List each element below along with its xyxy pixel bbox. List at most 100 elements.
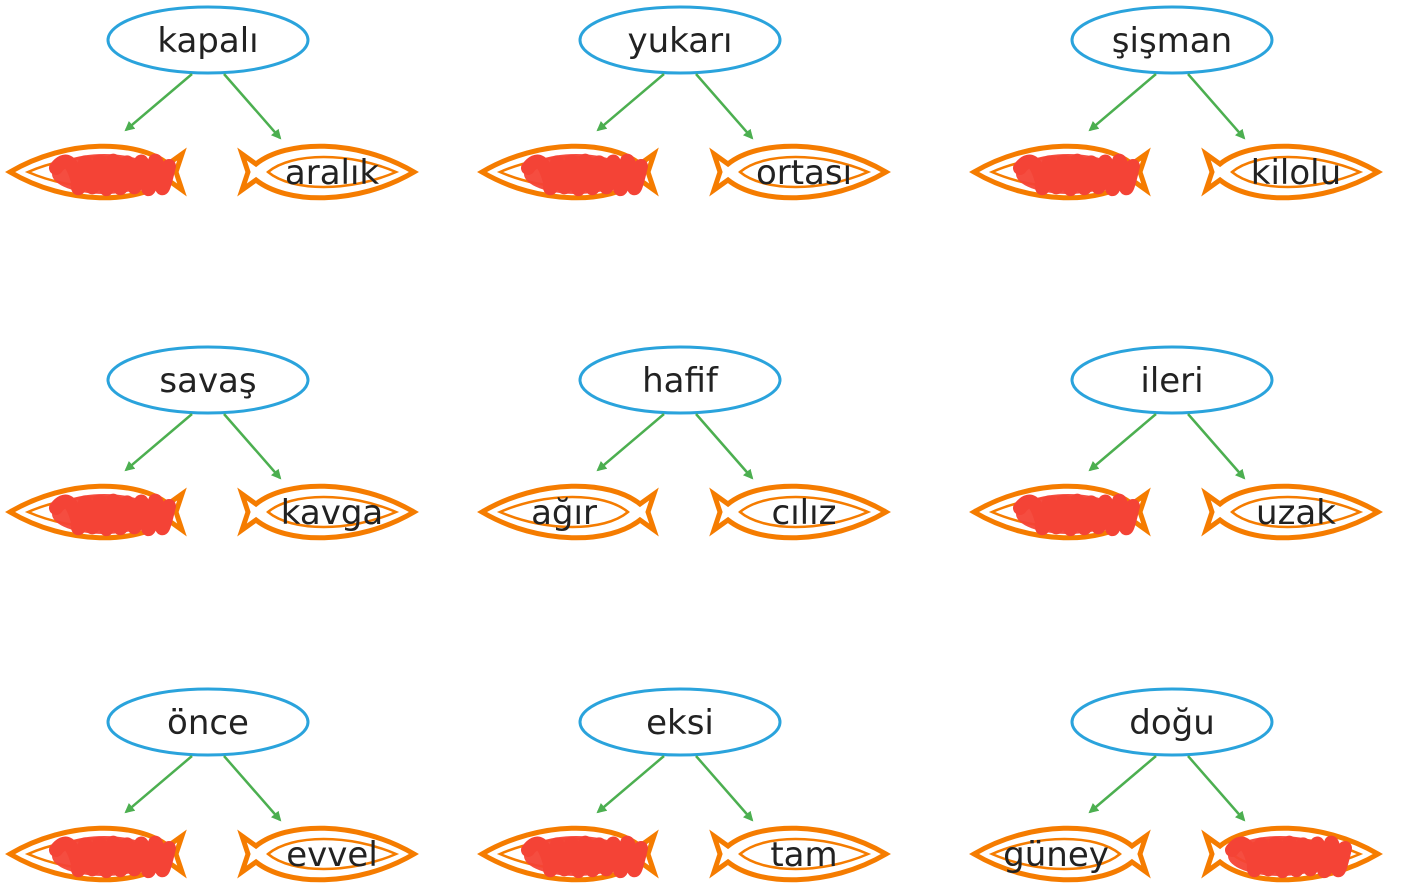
arrow-left [124,413,193,472]
antonym-group: hafif ağır cılız [477,345,891,541]
antonym-group: ileri uzak [969,345,1383,541]
leaf-word: kavga [281,493,383,533]
antonym-group: eksi tam [477,687,891,883]
right-answer-leaf: uzak [1201,483,1383,541]
leaf-word: ortası [756,153,852,193]
keyword-ellipse [578,687,782,757]
antonym-group: kapalı aralık [5,5,419,201]
left-answer-leaf [477,143,659,201]
leaf-outline [1201,483,1383,541]
arrow-right [1187,73,1246,140]
left-answer-leaf [5,143,187,201]
leaf-outline [709,825,891,883]
keyword-ellipse [1070,5,1274,75]
arrow-left [596,413,665,472]
leaf-inner-outline [266,155,400,189]
left-answer-leaf [5,825,187,883]
arrow-right [695,413,754,480]
right-answer-leaf: ortası [709,143,891,201]
arrow-left [1088,413,1157,472]
scribble-stroke [49,493,176,537]
leaf-outline [709,483,891,541]
leaf-inner-outline [1230,495,1364,529]
leaf-outline [237,483,419,541]
leaf-inner-outline [496,495,630,529]
leaf-outline [237,143,419,201]
keyword-ellipse [1070,345,1274,415]
left-answer-leaf: ağır [477,483,659,541]
arrow-right [1187,755,1246,822]
leaf-word: aralık [285,153,380,193]
scribble-stroke [49,835,176,879]
scribble-stroke [521,153,648,197]
leaf-inner-outline [738,155,872,189]
leaf-word: cılız [772,493,837,533]
antonym-group: savaş kavga [5,345,419,541]
leaf-word: ağır [531,493,597,533]
left-answer-leaf [5,483,187,541]
keyword-ellipse [106,687,310,757]
leaf-inner-outline [988,837,1122,871]
leaf-word: güney [1003,835,1109,875]
leaf-word: kilolu [1251,153,1341,193]
antonym-group: şişman kilolu [969,5,1383,201]
leaf-inner-outline [738,495,872,529]
left-answer-leaf [477,825,659,883]
leaf-outline [237,825,419,883]
antonym-group: yukarı ortası [477,5,891,201]
scribble-stroke [1225,835,1352,879]
leaf-word: tam [770,835,837,875]
arrow-left [596,755,665,814]
leaf-outline [969,825,1151,883]
arrow-left [596,73,665,132]
arrow-right [695,755,754,822]
left-answer-leaf [969,143,1151,201]
right-answer-leaf [1201,825,1383,883]
arrow-left [124,73,193,132]
arrow-right [695,73,754,140]
right-answer-leaf: aralık [237,143,419,201]
right-answer-leaf: kavga [237,483,419,541]
keyword-text: eksi [646,703,714,743]
keyword-text: yukarı [627,21,732,61]
keyword-ellipse [578,345,782,415]
leaf-word: uzak [1256,493,1336,533]
scribble-stroke [1013,153,1140,197]
arrow-left [1088,755,1157,814]
left-answer-leaf [969,483,1151,541]
leaf-inner-outline [1230,155,1364,189]
keyword-ellipse [106,345,310,415]
leaf-word: evvel [286,835,378,875]
antonym-group: doğu güney [969,687,1383,883]
arrow-left [124,755,193,814]
keyword-text: ileri [1140,361,1203,401]
leaf-outline [709,143,891,201]
arrow-left [1088,73,1157,132]
keyword-text: şişman [1112,21,1232,61]
keyword-text: savaş [159,361,256,401]
leaf-inner-outline [266,495,400,529]
left-answer-leaf: güney [969,825,1151,883]
right-answer-leaf: evvel [237,825,419,883]
keyword-text: hafif [642,361,719,401]
right-answer-leaf: cılız [709,483,891,541]
leaf-outline [477,483,659,541]
arrow-right [223,73,282,140]
arrow-right [1187,413,1246,480]
antonym-group: önce evvel [5,687,419,883]
keyword-text: kapalı [157,21,258,61]
arrow-right [223,755,282,822]
keyword-text: doğu [1129,703,1215,743]
leaf-inner-outline [738,837,872,871]
arrow-right [223,413,282,480]
leaf-inner-outline [266,837,400,871]
right-answer-leaf: kilolu [1201,143,1383,201]
keyword-text: önce [167,703,249,743]
leaf-outline [1201,143,1383,201]
keyword-ellipse [1070,687,1274,757]
scribble-stroke [49,153,176,197]
scribble-stroke [521,835,648,879]
keyword-ellipse [578,5,782,75]
right-answer-leaf: tam [709,825,891,883]
